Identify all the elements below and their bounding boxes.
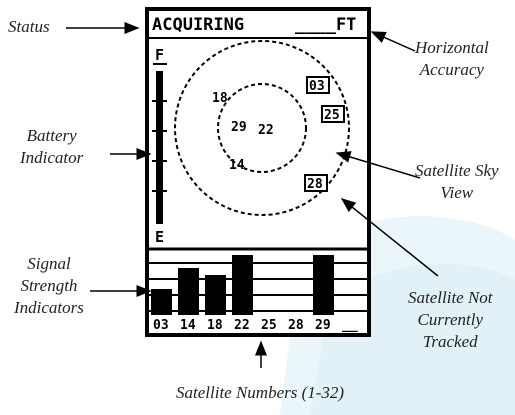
not-tracked-line3: Tracked xyxy=(422,332,478,351)
signal-bars-group xyxy=(151,255,334,315)
battery-indicator-line2: Indicator xyxy=(20,148,84,167)
battery-fill-bar xyxy=(156,71,163,224)
sky-inner-ring xyxy=(217,83,307,173)
satellite-number-label: 25 xyxy=(261,318,277,333)
status-callout-text: Status xyxy=(8,17,50,36)
satellite-number-label: 22 xyxy=(234,318,250,333)
satellite-number-label: 28 xyxy=(288,318,304,333)
satellite-sky-view-callout: Satellite Sky View xyxy=(415,160,499,204)
sky-satellite-label: 25 xyxy=(324,108,340,123)
satellite-numbers-callout: Satellite Numbers (1-32) xyxy=(176,382,344,404)
status-callout: Status xyxy=(8,16,50,38)
sky-view-arrow xyxy=(335,151,421,179)
battery-empty-label: E xyxy=(155,228,164,246)
sky-satellite-label: 18 xyxy=(212,91,228,106)
signal-strength-line2: Strength xyxy=(20,276,78,295)
lcd-canvas: ACQUIRING ____FT F E 03 25 18 29 22 14 xyxy=(149,15,367,333)
satellite-number-label: 03 xyxy=(153,318,169,333)
battery-indicator-line1: Battery xyxy=(26,126,77,145)
horizontal-accuracy-callout: Horizontal Accuracy xyxy=(415,37,489,81)
satellite-number-label: __ xyxy=(342,318,358,333)
not-tracked-line2: Currently xyxy=(417,310,483,329)
sky-satellite-label: 22 xyxy=(258,123,274,138)
signal-bar xyxy=(151,289,172,315)
signal-strength-callout: Signal Strength Indicators xyxy=(14,253,84,319)
satellite-sky-view-line2: View xyxy=(440,183,474,202)
sky-satellite-label: 03 xyxy=(309,79,325,94)
sky-outer-ring xyxy=(174,40,350,216)
sky-satellite-label: 28 xyxy=(307,177,323,192)
not-tracked-callout: Satellite Not Currently Tracked xyxy=(408,287,493,353)
satellite-number-label: 29 xyxy=(315,318,331,333)
signal-strength-line3: Indicators xyxy=(14,298,84,317)
satellite-number-label: 14 xyxy=(180,318,196,333)
signal-bar xyxy=(205,275,226,315)
satellite-sky-view-line1: Satellite Sky xyxy=(415,161,499,180)
signal-labels-group: 03 14 18 22 25 28 29 __ xyxy=(153,318,358,333)
battery-indicator-callout: Battery Indicator xyxy=(20,125,83,169)
sky-untracked-box xyxy=(304,174,328,192)
accuracy-text: ____FT xyxy=(295,15,356,35)
not-tracked-arrow xyxy=(340,198,439,277)
horizontal-accuracy-line1: Horizontal xyxy=(415,38,489,57)
signal-bar xyxy=(313,255,334,315)
not-tracked-line1: Satellite Not xyxy=(408,288,493,307)
signal-bar xyxy=(232,255,253,315)
horizontal-accuracy-line2: Accuracy xyxy=(419,60,484,79)
battery-full-label: F xyxy=(155,46,164,64)
sky-satellite-label: 29 xyxy=(231,120,247,135)
sky-untracked-box xyxy=(306,76,330,94)
sky-satellite-label: 14 xyxy=(229,158,245,173)
satellite-number-label: 18 xyxy=(207,318,223,333)
accuracy-arrow xyxy=(370,31,416,52)
signal-strength-line1: Signal xyxy=(27,254,71,273)
satellite-numbers-text: Satellite Numbers (1-32) xyxy=(176,383,345,402)
sky-untracked-box xyxy=(321,105,345,123)
signal-bar xyxy=(178,268,199,315)
status-text: ACQUIRING xyxy=(152,15,244,35)
gps-lcd-screen: ACQUIRING ____FT F E 03 25 18 29 22 14 xyxy=(145,7,371,337)
